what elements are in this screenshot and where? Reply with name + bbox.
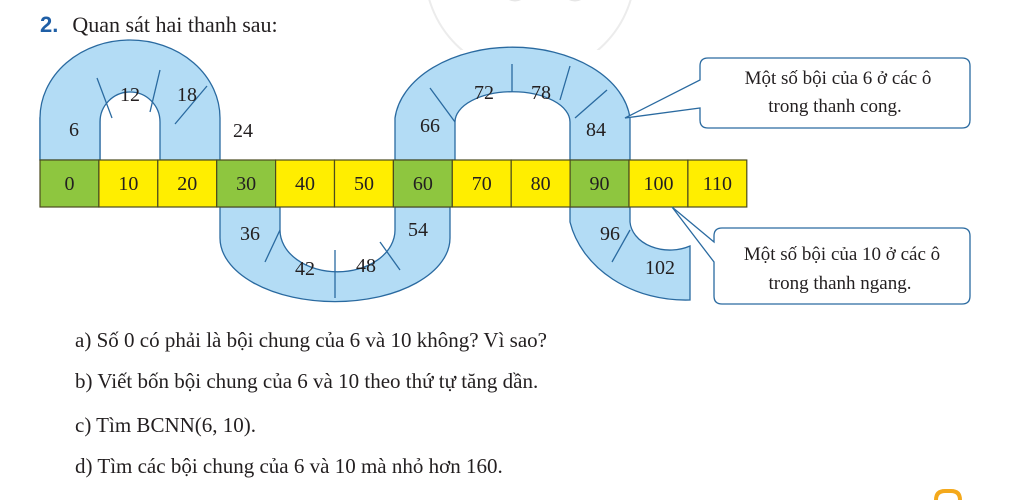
exercise-heading: 2. Quan sát hai thanh sau:: [40, 12, 278, 38]
straight-cell-box: [569, 159, 630, 208]
curved-bar: [39, 39, 691, 303]
straight-cell-box: [333, 159, 395, 208]
callout-straight-line1: Một số bội của 10 ở các ô: [744, 244, 940, 265]
callout-curved-line1: Một số bội của 6 ở các ô: [745, 68, 932, 89]
curved-cell: 72: [474, 82, 494, 104]
curved-cell: 18: [177, 84, 197, 106]
straight-cell: 50: [354, 173, 374, 195]
question-d: d) Tìm các bội chung của 6 và 10 mà nhỏ …: [75, 454, 503, 478]
callout-curved-line2: trong thanh cong.: [768, 96, 902, 117]
straight-cell: 30: [236, 173, 256, 195]
curved-cell: 24: [233, 120, 253, 142]
straight-cell-box: [510, 159, 571, 208]
straight-cell: 10: [118, 173, 138, 195]
curved-cell: 42: [295, 258, 315, 280]
exercise-prompt: Quan sát hai thanh sau:: [72, 12, 278, 37]
callout-curved: Một số bội của 6 ở các ô trong thanh con…: [624, 57, 971, 129]
exercise-number: 2.: [40, 12, 59, 37]
curved-cell: 66: [420, 115, 440, 137]
straight-cell: 80: [531, 173, 551, 195]
curved-cell: 54: [408, 219, 428, 241]
straight-cell: 40: [295, 173, 315, 195]
curved-cell: 96: [600, 223, 620, 245]
curved-cell: 78: [531, 82, 551, 104]
callout-straight-line2: trong thanh ngang.: [768, 273, 911, 294]
straight-cell-box: [687, 159, 748, 208]
straight-cell-box: [98, 159, 159, 208]
straight-cell-box: [628, 159, 689, 208]
curved-cell: 48: [356, 255, 376, 277]
curved-cell: 6: [69, 119, 79, 141]
curved-cell: 36: [240, 223, 260, 245]
straight-cell: 90: [590, 173, 610, 195]
curved-cell: 84: [586, 119, 606, 141]
straight-cell-box: [216, 159, 277, 208]
straight-bar: 0 10 20 30 40 50 60 70 80 90 100 110: [39, 159, 748, 208]
page-corner-mark: [934, 489, 962, 500]
question-a: a) Số 0 có phải là bội chung của 6 và 10…: [75, 328, 547, 352]
question-b: b) Viết bốn bội chung của 6 và 10 theo t…: [75, 369, 539, 393]
callout-straight: Một số bội của 10 ở các ô trong thanh ng…: [671, 206, 971, 305]
straight-cell: 110: [703, 173, 732, 195]
question-c: c) Tìm BCNN(6, 10).: [75, 413, 257, 437]
straight-cell: 100: [643, 173, 673, 195]
curved-bar-labels: 6 12 18 24 36 42 48 54 66 72 78 84 96 10…: [69, 82, 675, 280]
straight-cell-box: [39, 159, 100, 208]
curved-cell: 102: [645, 257, 675, 279]
curved-cell: 12: [120, 84, 140, 106]
straight-cell: 70: [472, 173, 492, 195]
straight-cell: 60: [413, 173, 433, 195]
straight-cell: 20: [177, 173, 197, 195]
straight-cell: 0: [64, 173, 74, 195]
